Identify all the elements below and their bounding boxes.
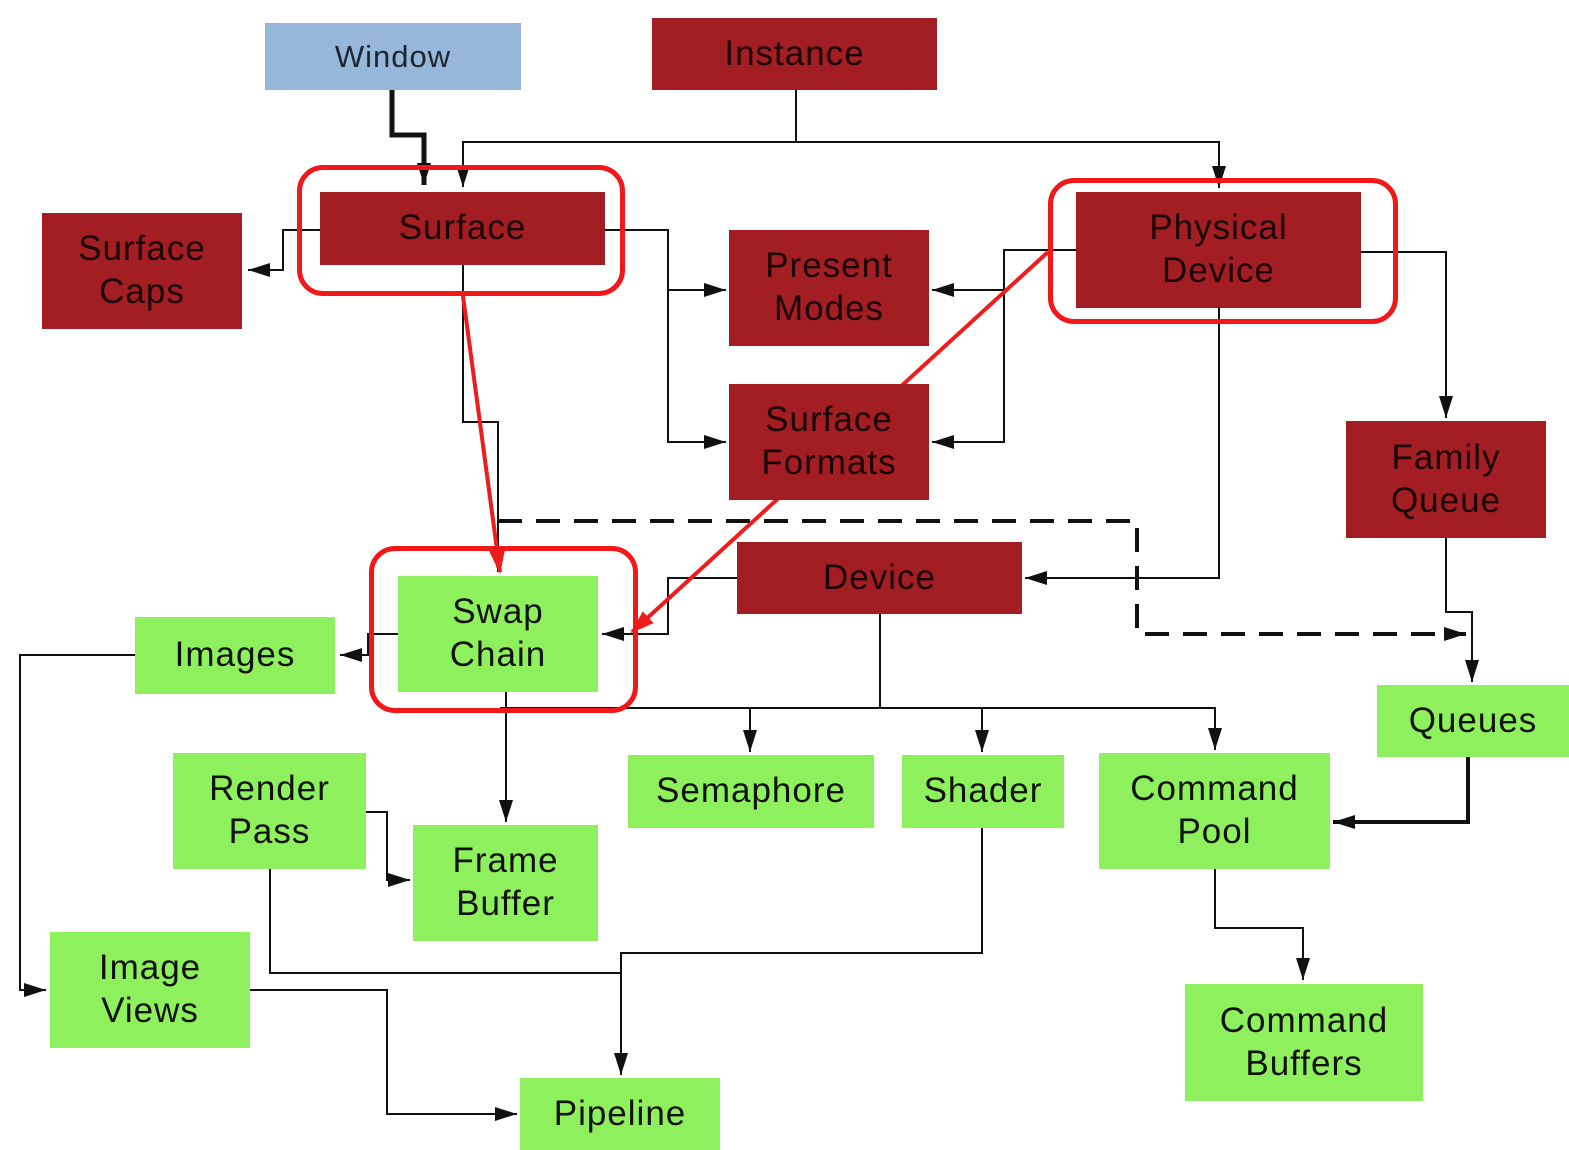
edge-swapchain-images (340, 633, 398, 662)
edge-renderpass-framebuffer (365, 811, 410, 887)
node-surface-caps: Surface Caps (42, 213, 242, 329)
edge-shader-pipeline (620, 828, 983, 973)
highlight-arrow-surface-swapchain (461, 295, 506, 574)
edge-physical-device (1025, 307, 1220, 585)
edge-family-queues (1445, 538, 1479, 682)
edge-instance-surface (456, 90, 797, 187)
node-command-buffers: Command Buffers (1185, 984, 1423, 1101)
node-device: Device (737, 542, 1022, 614)
highlight-outline-physical-device (1048, 178, 1398, 324)
edge-images-imageviews (19, 654, 135, 997)
node-pipeline: Pipeline (520, 1078, 720, 1150)
node-surface: Surface (320, 192, 605, 265)
highlight-outline-swap-chain (369, 546, 638, 713)
edge-renderpass-pipeline (269, 869, 628, 1075)
edge-physical-formats (932, 290, 1005, 449)
node-image-views: Image Views (50, 932, 250, 1048)
edge-device-semaphore (500, 707, 880, 752)
node-command-pool: Command Pool (1099, 753, 1330, 869)
node-present-modes: Present Modes (729, 230, 929, 346)
node-instance: Instance (652, 18, 937, 90)
edge-physical-family (1360, 251, 1453, 418)
node-queues: Queues (1377, 685, 1569, 757)
node-semaphore: Semaphore (628, 755, 874, 828)
node-family-queue: Family Queue (1346, 421, 1546, 538)
node-physical-device: Physical Device (1076, 192, 1361, 308)
edge-imageviews-pipeline (250, 989, 517, 1121)
edge-instance-physical (796, 141, 1226, 188)
edge-device-bus (879, 614, 1222, 750)
node-render-pass: Render Pass (173, 753, 366, 869)
highlight-outline-surface (297, 165, 625, 296)
node-surface-formats: Surface Formats (729, 384, 929, 500)
edge-window-surface (389, 90, 431, 185)
edge-commandpool-buffers (1214, 869, 1310, 980)
node-images: Images (135, 617, 335, 694)
edge-dashed (498, 519, 1466, 641)
node-swap-chain: Swap Chain (398, 576, 598, 692)
node-window: Window (265, 23, 521, 90)
edge-physical-present (932, 249, 1076, 297)
node-frame-buffer: Frame Buffer (413, 825, 598, 941)
edge-queues-commandpool (1333, 757, 1470, 829)
edge-surface-formats (667, 290, 726, 449)
node-shader: Shader (902, 755, 1064, 828)
edge-surface-present (604, 229, 726, 297)
